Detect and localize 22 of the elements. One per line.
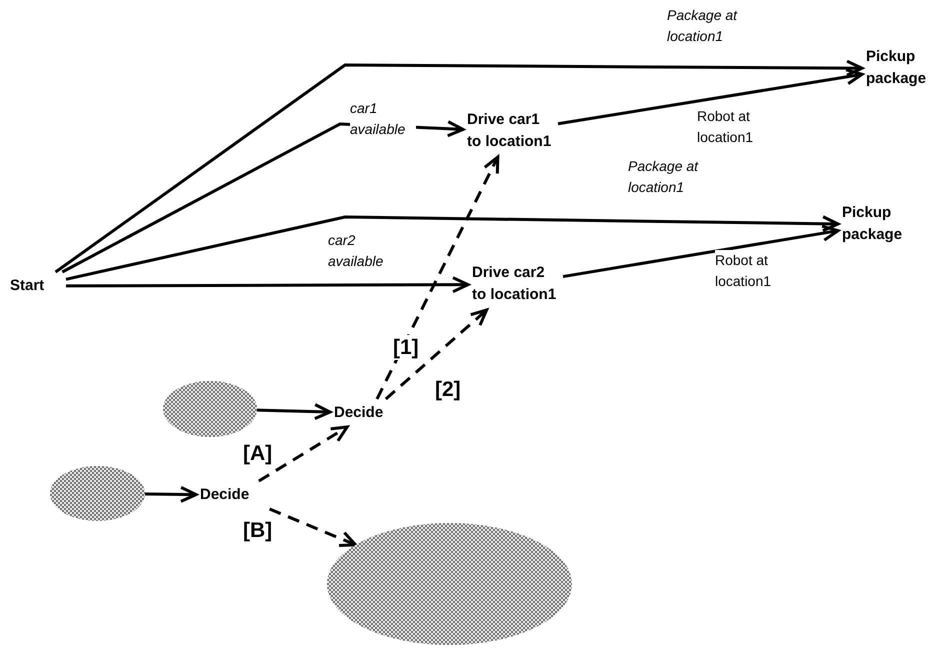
dashed-arrow — [376, 156, 500, 400]
arrow — [562, 224, 840, 278]
arrow — [144, 486, 198, 503]
arrow — [256, 403, 332, 420]
dashed-arrow — [384, 308, 488, 400]
task-label: Drive car1 to location1 — [467, 109, 554, 154]
arrow — [66, 215, 840, 281]
dashed-arrow — [269, 508, 358, 548]
arrow — [66, 276, 470, 294]
arrow — [54, 60, 864, 274]
shaded-ellipse — [327, 523, 572, 645]
start-label: Start — [10, 275, 62, 297]
decision-label: Decide — [200, 484, 272, 506]
shaded-ellipse — [50, 466, 145, 521]
branch-label: [1] — [393, 335, 419, 360]
task-label: Drive car2 to location1 — [472, 262, 559, 307]
task-label: Pickup package — [866, 46, 930, 91]
task-label: Pickup package — [842, 202, 908, 247]
decision-label: Decide — [334, 402, 406, 424]
dashed-arrow — [258, 426, 349, 482]
arrow — [558, 68, 864, 126]
shaded-ellipse — [163, 381, 257, 437]
